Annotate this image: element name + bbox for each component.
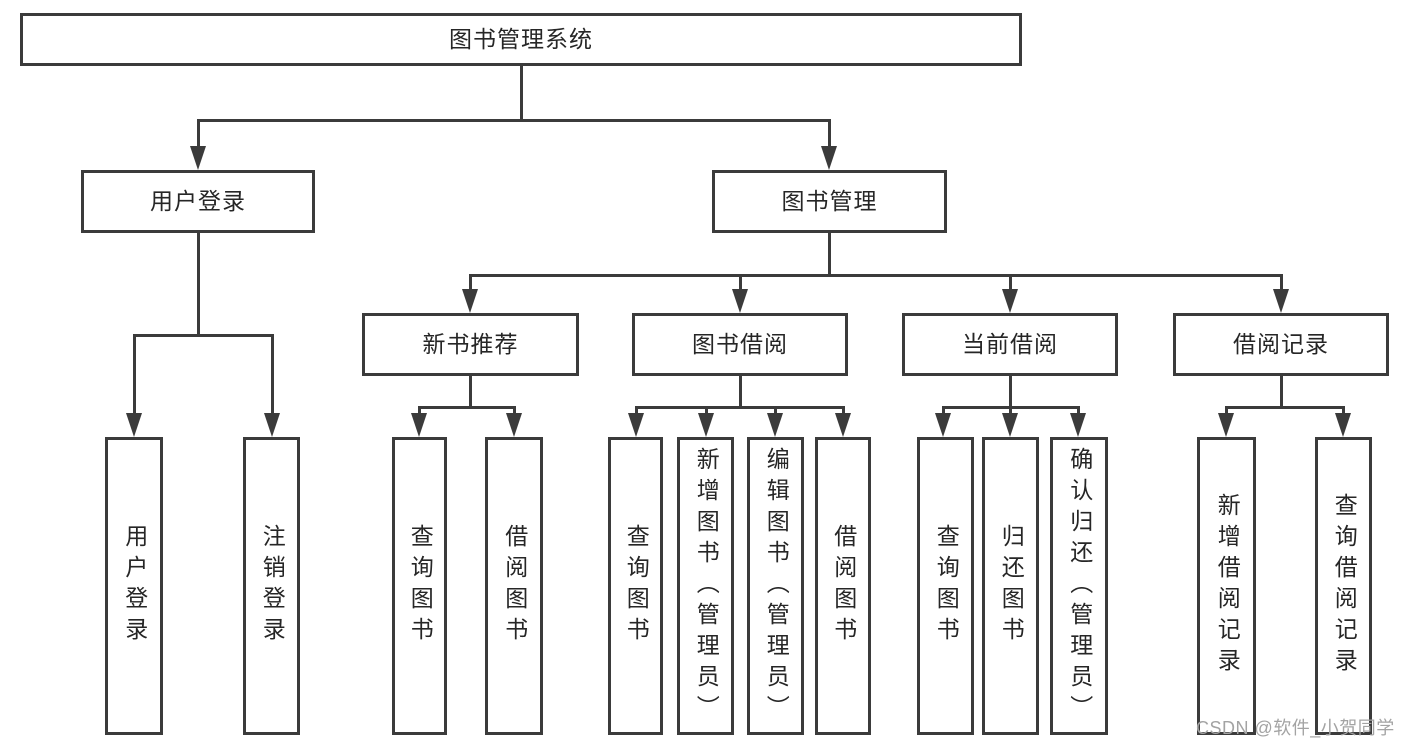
arrowhead-down-icon — [506, 413, 522, 437]
connector-stub — [1280, 376, 1283, 409]
arrowhead-down-icon — [1335, 413, 1351, 437]
connector-bar — [133, 334, 274, 337]
leaf-logout: 注销登录 — [243, 437, 300, 735]
leaf-user-login: 用户登录 — [105, 437, 163, 735]
leaf-borrow-books: 借阅图书 — [815, 437, 871, 735]
leaf-edit-book-admin: 编辑图书（管理员） — [747, 437, 804, 735]
node-user-login: 用户登录 — [81, 170, 315, 233]
leaf-query-books-recommend: 查询图书 — [392, 437, 447, 735]
arrowhead-down-icon — [462, 289, 478, 313]
arrowhead-down-icon — [767, 413, 783, 437]
connector-bar — [469, 274, 1283, 277]
connector-drop — [1280, 275, 1283, 295]
node-library-management-system: 图书管理系统 — [20, 13, 1022, 66]
arrowhead-down-icon — [732, 289, 748, 313]
arrowhead-down-icon — [1218, 413, 1234, 437]
arrowhead-down-icon — [698, 413, 714, 437]
connector-drop — [1009, 275, 1012, 295]
arrowhead-down-icon — [264, 413, 280, 437]
connector-drop — [739, 275, 742, 295]
arrowhead-down-icon — [628, 413, 644, 437]
connector-drop — [271, 335, 274, 419]
connector-bar — [1225, 406, 1345, 409]
node-borrowing-records: 借阅记录 — [1173, 313, 1389, 376]
node-new-book-recommendation: 新书推荐 — [362, 313, 579, 376]
node-book-borrowing: 图书借阅 — [632, 313, 848, 376]
watermark: CSDN @软件_小贺同学 — [1196, 718, 1395, 738]
arrowhead-down-icon — [821, 146, 837, 170]
node-book-management: 图书管理 — [712, 170, 947, 233]
leaf-add-book-admin: 新增图书（管理员） — [677, 437, 734, 735]
leaf-query-borrow-record: 查询借阅记录 — [1315, 437, 1372, 735]
connector-drop — [828, 120, 831, 152]
connector-stub — [197, 233, 200, 337]
connector-drop — [133, 335, 136, 419]
arrowhead-down-icon — [126, 413, 142, 437]
leaf-borrow-books-recommend: 借阅图书 — [485, 437, 543, 735]
arrowhead-down-icon — [1070, 413, 1086, 437]
leaf-query-books-borrow: 查询图书 — [608, 437, 663, 735]
arrowhead-down-icon — [835, 413, 851, 437]
connector-drop — [197, 120, 200, 152]
node-current-borrowing: 当前借阅 — [902, 313, 1118, 376]
arrowhead-down-icon — [1002, 289, 1018, 313]
connector-stub — [469, 376, 472, 409]
leaf-query-books-current: 查询图书 — [917, 437, 974, 735]
arrowhead-down-icon — [1002, 413, 1018, 437]
connector-stub — [739, 376, 742, 409]
arrowhead-down-icon — [1273, 289, 1289, 313]
arrowhead-down-icon — [190, 146, 206, 170]
connector-drop — [469, 275, 472, 295]
leaf-add-borrow-record: 新增借阅记录 — [1197, 437, 1256, 735]
leaf-return-book: 归还图书 — [982, 437, 1039, 735]
connector-bar — [418, 406, 516, 409]
connector-bar — [635, 406, 845, 409]
arrowhead-down-icon — [935, 413, 951, 437]
arrowhead-down-icon — [411, 413, 427, 437]
leaf-confirm-return-admin: 确认归还（管理员） — [1050, 437, 1108, 735]
connector-stub — [1009, 376, 1012, 409]
connector-stub — [828, 233, 831, 277]
connector-bar — [197, 119, 831, 122]
connector-stub — [520, 66, 523, 121]
